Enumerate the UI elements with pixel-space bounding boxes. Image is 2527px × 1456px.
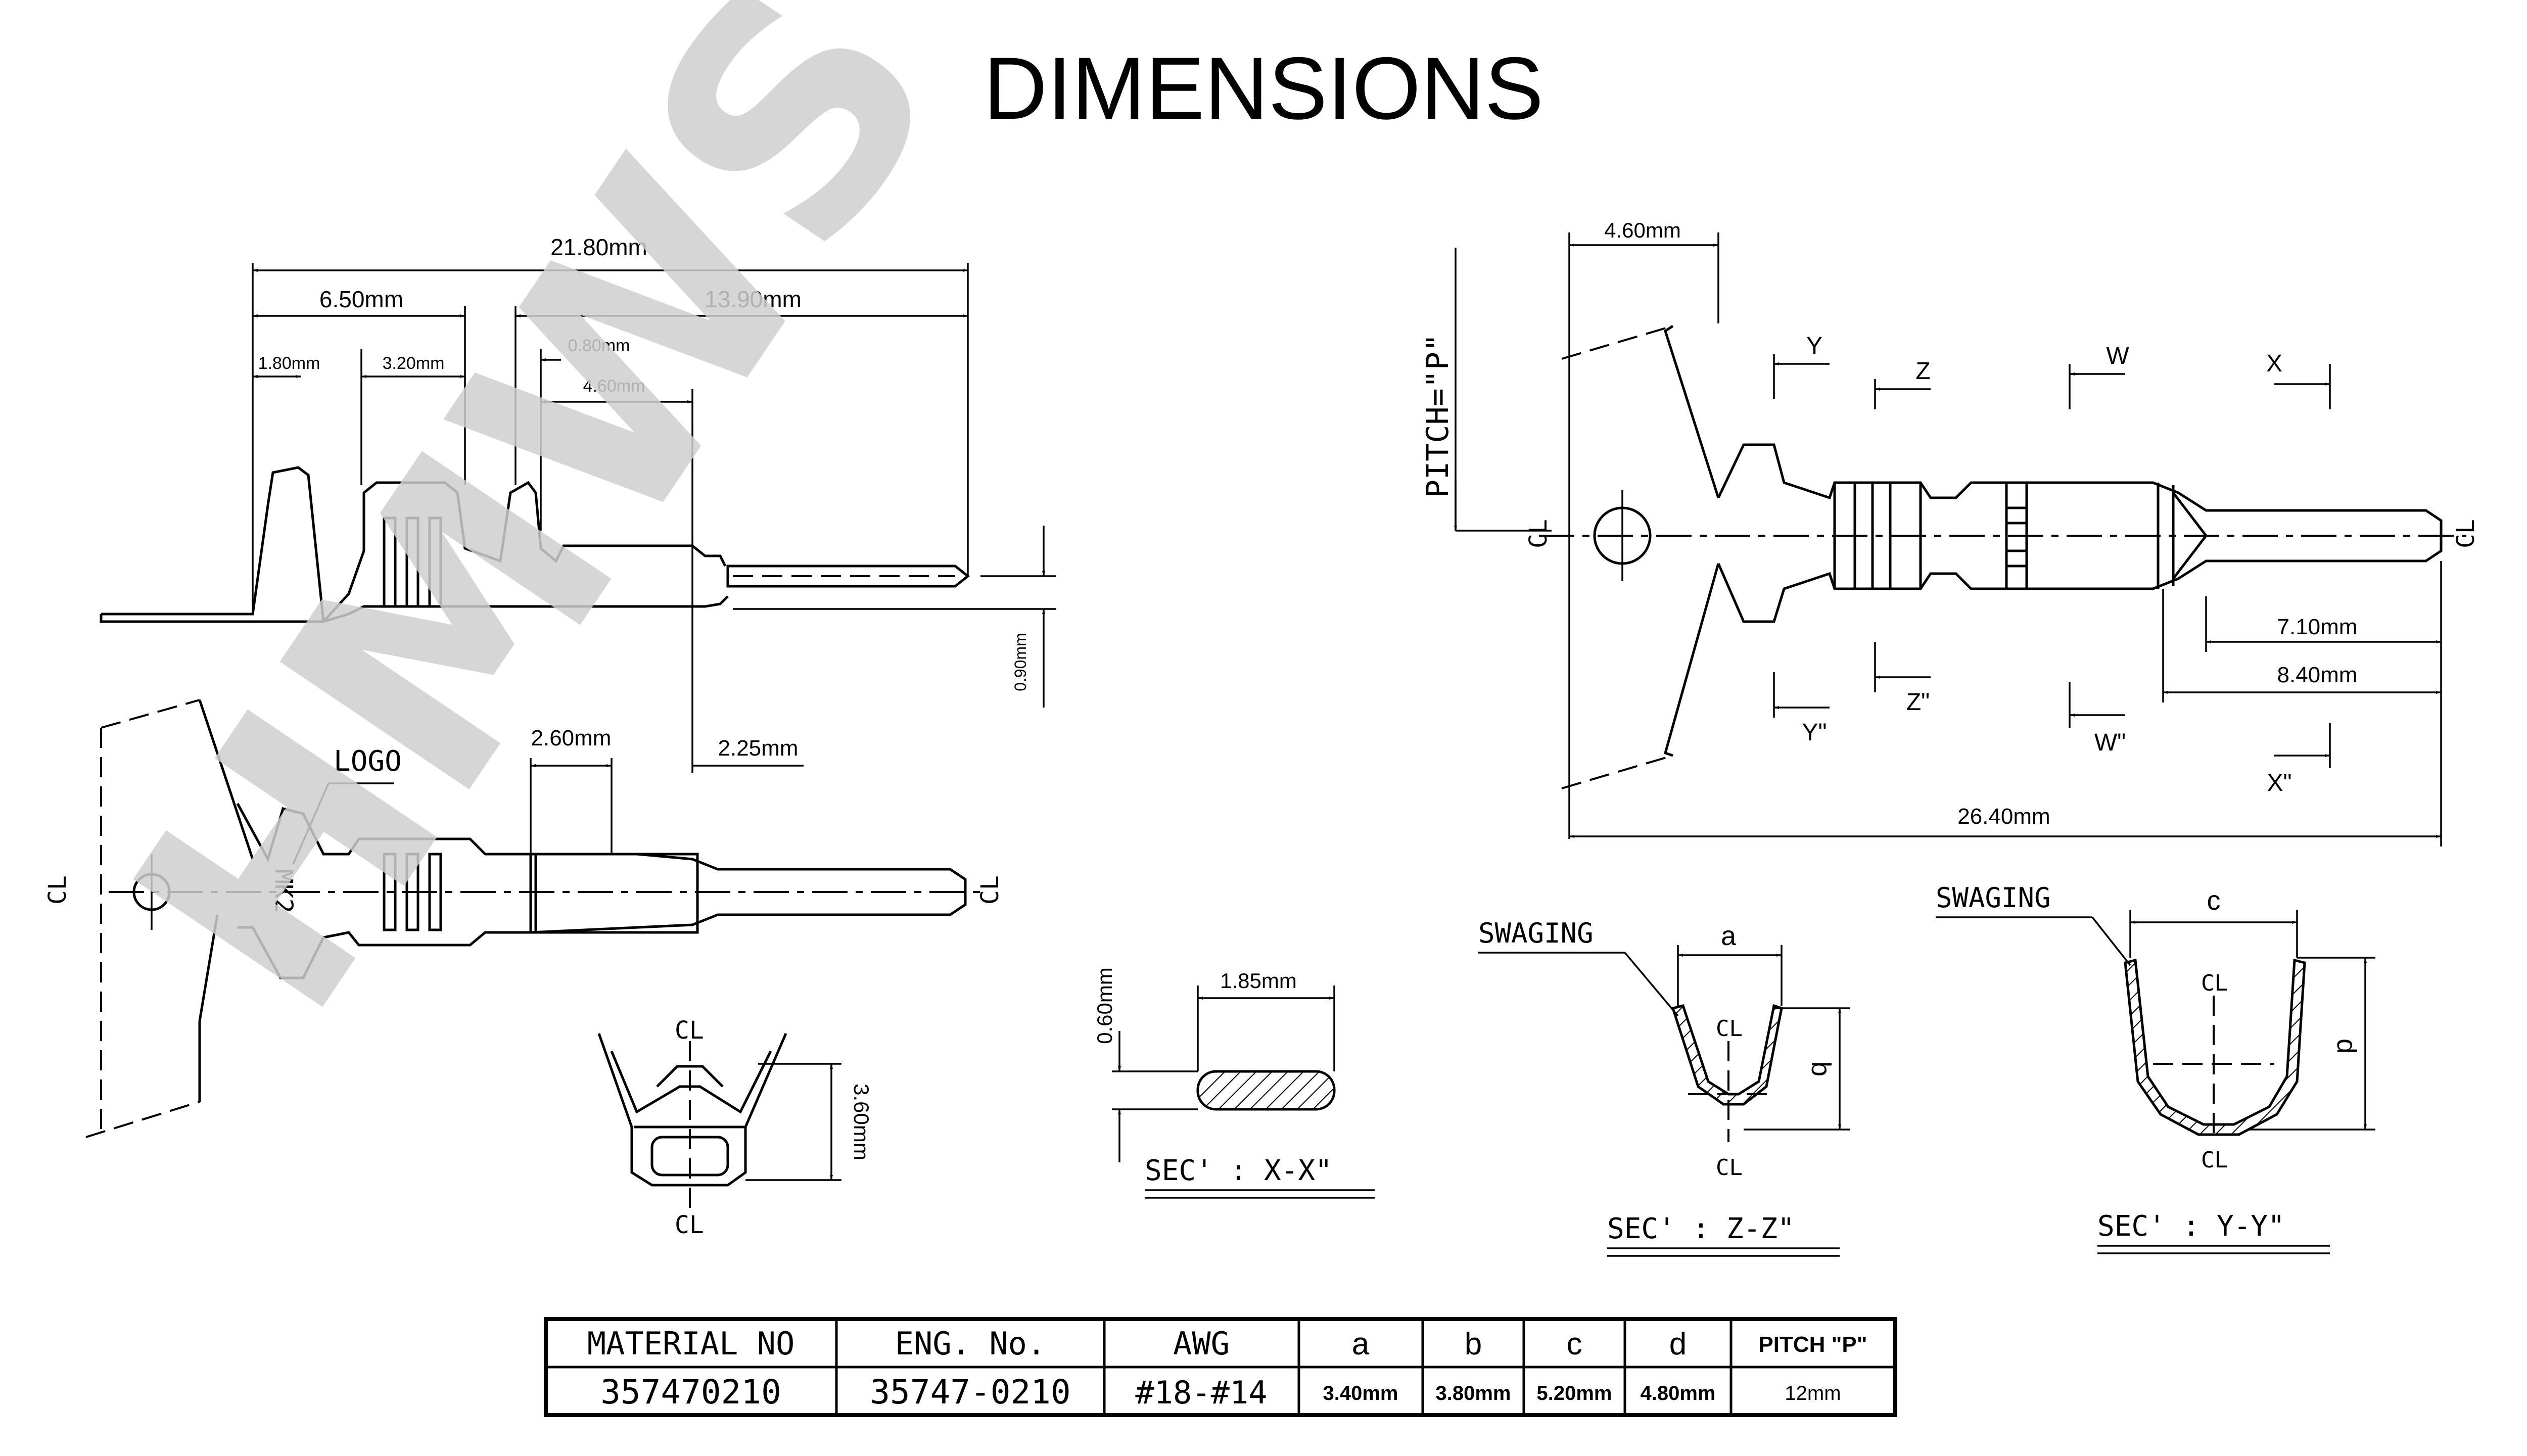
end-view: CL CL 3.60mm — [597, 1016, 873, 1239]
cut-x2: X" — [2267, 770, 2291, 796]
table-cell-b: 3.80mm — [1436, 1382, 1511, 1404]
cl-right: CL — [976, 875, 1004, 905]
section-yy: SWAGING c d CL CL SEC' : Y-Y" — [1936, 882, 2375, 1254]
cl-right-right: CL — [2452, 519, 2480, 548]
dim-d-label: 4.60mm — [583, 377, 645, 396]
section-zz: SWAGING a b CL CL SEC' : Z-Z" — [1478, 917, 1850, 1257]
table-cell-c: 5.20mm — [1537, 1382, 1612, 1404]
dim-a-var: a — [1721, 921, 1737, 951]
cl-end-bottom: CL — [675, 1211, 704, 1239]
dim-thk-label: 0.90mm — [1011, 633, 1029, 691]
dim-pin-label: 7.10mm — [2277, 615, 2358, 639]
cut-y2: Y" — [1802, 719, 1827, 746]
table-header-material: MATERIAL NO — [587, 1325, 795, 1362]
logo-label: LOGO — [334, 745, 402, 778]
dim-pin2-label: 8.40mm — [2277, 663, 2358, 687]
dim-b-label: 3.20mm — [383, 354, 445, 373]
dim-f-label: 2.25mm — [718, 736, 799, 761]
cut-w2: W" — [2094, 729, 2126, 756]
cut-z2: Z" — [1906, 689, 1930, 716]
top-view: CL CL 2.60mm 2.25mm LOGO MK2 — [43, 699, 1004, 1138]
right-view: 4.60mm PITCH="P" CL CL Y — [1420, 218, 2480, 847]
section-yy-label: SEC' : Y-Y" — [2097, 1210, 2285, 1243]
cl-right-left: CL — [1524, 519, 1553, 548]
cl-end-top: CL — [675, 1016, 704, 1045]
swaging-zz: SWAGING — [1478, 917, 1594, 949]
table-cell-d: 4.80mm — [1641, 1382, 1716, 1404]
dim-b-var: b — [1806, 1061, 1836, 1076]
table-header-b: b — [1465, 1327, 1482, 1361]
cut-y: Y — [1806, 333, 1822, 359]
dim-c-var: c — [2207, 885, 2221, 916]
dim-height-label: 3.60mm — [850, 1084, 873, 1160]
table-cell-material: 357470210 — [600, 1373, 781, 1412]
table-header-pitch: PITCH "P" — [1758, 1332, 1867, 1357]
dim-total-label: 21.80mm — [550, 234, 647, 260]
cl-zz-top: CL — [1716, 1016, 1743, 1042]
dim-rear-label: 13.90mm — [705, 286, 802, 312]
dim-top-label: 4.60mm — [1604, 218, 1681, 242]
table-cell-a: 3.40mm — [1323, 1382, 1398, 1404]
dim-height-xx-label: 0.60mm — [1093, 967, 1116, 1044]
table-cell-awg: #18-#14 — [1135, 1374, 1267, 1411]
page-title: DIMENSIONS — [984, 39, 1543, 138]
dim-front-label: 6.50mm — [319, 286, 403, 312]
watermark: HMWS — [66, 0, 1008, 1072]
table-header-a: a — [1352, 1327, 1370, 1361]
table-header-awg: AWG — [1173, 1325, 1230, 1362]
table-cell-eng: 35747-0210 — [870, 1373, 1070, 1412]
dim-width-label: 1.85mm — [1220, 969, 1297, 993]
dim-c-label: 0.80mm — [568, 336, 630, 355]
spec-table: MATERIAL NO ENG. No. AWG a b c d PITCH "… — [544, 1317, 1897, 1417]
cl-yy-bottom: CL — [2201, 1147, 2228, 1173]
section-zz-label: SEC' : Z-Z" — [1607, 1212, 1795, 1245]
logo-text: MK2 — [269, 869, 298, 913]
table-header-eng: ENG. No. — [895, 1325, 1046, 1362]
cl-left: CL — [43, 875, 72, 905]
section-xx: 1.85mm 0.60mm SEC' : X-X" — [1093, 967, 1375, 1199]
cut-w: W — [2106, 343, 2129, 369]
pitch-label: PITCH="P" — [1420, 334, 1456, 498]
dim-e-label: 2.60mm — [531, 726, 612, 750]
dim-total-right-label: 26.40mm — [1957, 804, 2050, 829]
dim-d-var: d — [2331, 1039, 2362, 1054]
table-cell-pitch: 12mm — [1785, 1382, 1841, 1404]
section-xx-label: SEC' : X-X" — [1145, 1154, 1332, 1187]
cl-yy-top: CL — [2201, 970, 2228, 996]
dim-a-label: 1.80mm — [258, 354, 320, 373]
cut-z: Z — [1915, 358, 1930, 385]
cut-x: X — [2266, 350, 2282, 377]
swaging-yy: SWAGING — [1936, 882, 2051, 914]
cl-zz-bottom: CL — [1716, 1155, 1743, 1181]
side-view: 21.80mm 6.50mm 13.90mm 1.80mm 3.20mm 0.8… — [100, 234, 1056, 773]
table-header-c: c — [1567, 1327, 1582, 1361]
table-header-d: d — [1669, 1327, 1687, 1361]
